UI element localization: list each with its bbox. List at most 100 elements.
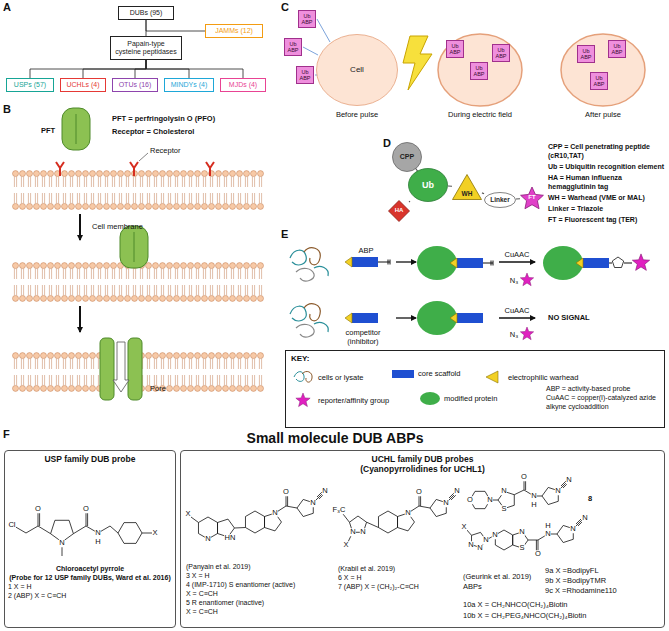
text-label: ABPs bbox=[463, 582, 482, 591]
text-line: (Panyain et al. 2019) bbox=[186, 562, 334, 571]
text-label: Receptor = Cholesterol bbox=[112, 127, 194, 136]
bond-line bbox=[482, 192, 484, 194]
tag-star bbox=[521, 187, 544, 209]
atom-label: N bbox=[272, 509, 278, 517]
single-bond bbox=[142, 533, 152, 534]
legend-item: core scaffold bbox=[392, 369, 460, 378]
panel-letter: A bbox=[3, 1, 11, 14]
atom-label: N bbox=[555, 487, 561, 495]
legend-text: cells or lysate bbox=[318, 373, 363, 382]
cell-ellipse: Cell bbox=[316, 34, 398, 106]
node-text: Ub bbox=[422, 180, 434, 191]
cell-ellipse bbox=[561, 34, 645, 106]
uptake-line bbox=[317, 19, 330, 42]
abp-workflow bbox=[345, 313, 378, 323]
probe-square: Ub ABP bbox=[284, 38, 302, 56]
text-group: (Krabil et al. 2019)6 X = H7 (ABP) X = (… bbox=[338, 564, 458, 591]
abp-workflow bbox=[483, 261, 493, 266]
text-label: competitor (inhibitor) bbox=[333, 328, 393, 346]
atom-label: X bbox=[152, 529, 158, 537]
panel-letter: B bbox=[3, 103, 11, 116]
abp-workflow bbox=[499, 317, 535, 318]
probe-square: Ub ABP bbox=[446, 40, 464, 58]
text-line: 4 (IMP-1710) S enantiomer (active) bbox=[186, 580, 334, 589]
leader-line bbox=[139, 153, 148, 161]
family-box: OTUs (16) bbox=[112, 78, 158, 92]
node-text: Ub ABP bbox=[471, 65, 487, 77]
text-label: Receptor bbox=[150, 146, 180, 155]
double-bond bbox=[286, 494, 287, 506]
atom-label: N bbox=[322, 487, 328, 495]
text-label: N₃ bbox=[510, 276, 518, 285]
step-arrow bbox=[79, 306, 81, 332]
atom-label: N bbox=[95, 529, 101, 537]
category-box: Papain-type cysteine peptidases bbox=[110, 36, 182, 60]
probe-square: Ub ABP bbox=[296, 66, 314, 84]
node-text: KEY: bbox=[291, 354, 310, 364]
tree-connector bbox=[30, 60, 146, 78]
abp-workflow bbox=[290, 304, 328, 337]
bond-line bbox=[516, 198, 520, 199]
abp-workflow bbox=[378, 260, 390, 265]
warhead-triangle: WH bbox=[452, 174, 482, 200]
node-text: HA bbox=[395, 207, 404, 214]
probe-square: Ub ABP bbox=[492, 44, 510, 62]
panel-letter: C bbox=[281, 1, 289, 14]
atom-label: H bbox=[95, 538, 101, 546]
single-bond bbox=[110, 526, 118, 533]
text-label: Cell membrane bbox=[92, 222, 143, 231]
text-label: 9a X =BodipyFL bbox=[545, 566, 599, 575]
node-text: WH bbox=[462, 190, 473, 198]
single-bond bbox=[73, 526, 86, 534]
ha-diamond: HA bbox=[388, 200, 410, 222]
linker-ellipse: Linker bbox=[484, 192, 516, 208]
abp-workflow bbox=[624, 263, 632, 264]
node-text: DUBs (95) bbox=[130, 9, 163, 17]
atom-label: Cl bbox=[8, 521, 16, 529]
text-group: Chloroacetyl pyrrole(Probe for 12 USP fa… bbox=[8, 564, 172, 600]
node-text: Ub ABP bbox=[578, 48, 594, 60]
node-text: UCHLs (4) bbox=[66, 81, 99, 89]
node-text: UCHL family DUB probes bbox=[372, 454, 474, 464]
atom-label: N bbox=[205, 535, 211, 543]
single-bond bbox=[38, 526, 51, 534]
atom-label: N bbox=[545, 530, 551, 538]
node-text: Linker bbox=[490, 196, 510, 204]
receptor bbox=[56, 162, 214, 176]
double-bond bbox=[87, 511, 88, 526]
node-text: Ub ABP bbox=[493, 47, 509, 59]
atom-label: O bbox=[35, 505, 42, 513]
legend-item: reporter/affinity group bbox=[292, 392, 389, 408]
atom-label: N bbox=[468, 541, 474, 549]
atom-label: O bbox=[467, 496, 474, 504]
probe-square: Ub ABP bbox=[577, 45, 595, 63]
atom-label: N bbox=[519, 528, 525, 536]
text-label: 10b X = CH₂PEG₄NHCO(CH₂)₄Biotin bbox=[463, 611, 586, 620]
text-line: WH = Warhead (VME or MAL) bbox=[548, 193, 666, 202]
receptor bbox=[56, 162, 64, 176]
abp-workflow bbox=[612, 257, 623, 268]
text-line: CPP = Cell penetrating peptide (cR10,TAT… bbox=[548, 142, 666, 160]
text-line: HA = Human influenza hemagglutinin tag bbox=[548, 173, 666, 191]
text-line: CuAAC = copper(I)-catalyzed azide alkyne… bbox=[546, 393, 660, 411]
abp-workflow bbox=[609, 263, 612, 264]
tree-connector bbox=[146, 60, 243, 78]
text-line: X = C≡CH bbox=[186, 607, 334, 616]
text-line: Linker = Triazole bbox=[548, 204, 666, 213]
node-text: FT bbox=[528, 194, 535, 201]
node-text: MINDYs (4) bbox=[171, 81, 208, 89]
node-text: Cell bbox=[350, 65, 364, 75]
double-bond bbox=[39, 511, 40, 526]
text-label: CuAAC bbox=[504, 306, 529, 315]
node-text: MJDs (4) bbox=[229, 81, 257, 89]
family-box: MJDs (4) bbox=[220, 78, 266, 92]
text-line: 7 (ABP) X = (CH₂)₂-C≡CH bbox=[338, 582, 458, 591]
legend-icon bbox=[292, 392, 314, 408]
probe-square: Ub ABP bbox=[608, 40, 626, 58]
tree-connector bbox=[83, 60, 146, 78]
probe-panel: USP family DUB probe bbox=[4, 450, 176, 628]
text-line: 6 X = H bbox=[338, 573, 458, 582]
text-line: Chloroacetyl pyrrole bbox=[8, 564, 172, 573]
atom-label: N bbox=[477, 544, 483, 552]
atom-label: H bbox=[545, 522, 551, 530]
